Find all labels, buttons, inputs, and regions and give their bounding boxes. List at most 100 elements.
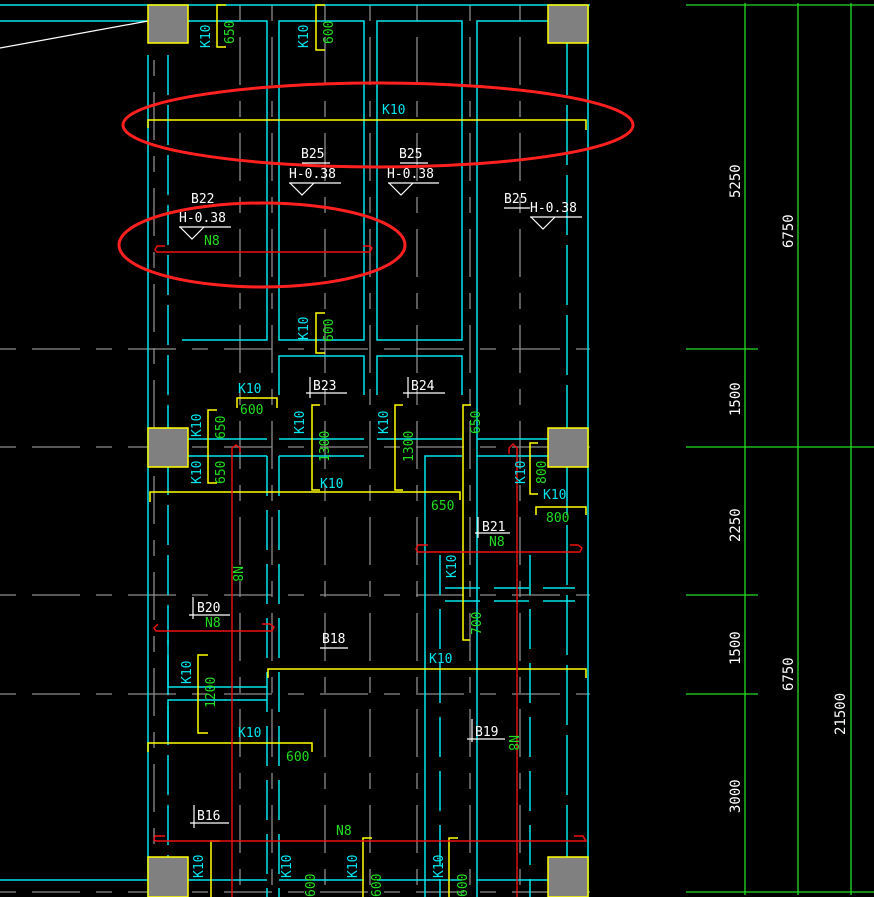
rebar-n8-vertical <box>508 443 518 897</box>
rebar-bracket <box>448 837 458 897</box>
wall-line <box>182 160 268 341</box>
rebar-bracket <box>362 837 372 897</box>
wall-line <box>376 355 463 395</box>
rebar-label-k10: K10 <box>238 382 261 397</box>
wall-line <box>424 455 462 897</box>
rebar-label-k10: K10 <box>180 661 195 684</box>
rebar-n8 <box>415 544 583 553</box>
rebar-label-n8: N8 <box>205 616 221 631</box>
column <box>147 4 189 44</box>
elevation-label: H-0.38 <box>179 211 226 226</box>
slab-label: B24 <box>411 379 435 394</box>
length-label: 800 <box>535 461 550 484</box>
column <box>547 856 589 897</box>
rebar-label-n8: N8 <box>336 824 352 839</box>
axis-grid <box>0 5 590 897</box>
dimension-text: 5250 <box>728 164 744 198</box>
rebar-bracket <box>197 654 208 734</box>
wall-line <box>182 20 268 160</box>
slab-label: B25 <box>301 147 324 162</box>
wall-line <box>167 640 267 688</box>
rebar-bracket <box>529 442 538 495</box>
rebar-label-k10: K10 <box>280 855 295 878</box>
elevation-markers <box>179 162 582 828</box>
dimension-text: 1500 <box>728 631 744 665</box>
length-label: 1300 <box>318 431 333 462</box>
slab-label: B19 <box>475 725 498 740</box>
rebar-label-n8: N8 <box>505 735 520 751</box>
rebar-bracket <box>149 491 461 502</box>
rebar-label-k10: K10 <box>190 461 205 484</box>
rebar-n8-vertical <box>231 444 241 897</box>
dimension-text: 2250 <box>728 508 744 542</box>
length-label: 600 <box>322 21 337 44</box>
slab-label: B20 <box>197 601 220 616</box>
dimension-text: 1500 <box>728 382 744 416</box>
rebar-bracket <box>216 4 226 48</box>
rebar-label-n8: N8 <box>204 234 220 249</box>
rebar-label-k10: K10 <box>297 317 312 340</box>
elevation-label: H-0.38 <box>530 201 577 216</box>
rebar-bracket <box>311 404 320 491</box>
rebar-label-k10: K10 <box>429 652 452 667</box>
slab-label: B16 <box>197 809 220 824</box>
rebar-label-k10: K10 <box>432 855 447 878</box>
leader-line <box>0 20 149 49</box>
length-label: 650 <box>469 411 484 434</box>
dimension-text: 6750 <box>781 214 797 248</box>
rebar-bracket <box>236 397 278 408</box>
rebar-label-k10: K10 <box>320 477 343 492</box>
rebar-label-n8: N8 <box>229 566 244 582</box>
length-label: 600 <box>322 319 337 342</box>
wall-line <box>278 355 365 395</box>
length-label: 600 <box>304 874 319 897</box>
rebar-bracket <box>315 312 325 354</box>
rebar-bracket <box>207 409 217 484</box>
rebar-n8 <box>153 623 275 632</box>
rebar-n8 <box>154 245 373 253</box>
wall-line <box>278 160 365 341</box>
dimension-text: 3000 <box>728 779 744 813</box>
length-label: 650 <box>431 499 454 514</box>
slab-label: B23 <box>313 379 336 394</box>
slab-label: B25 <box>504 192 527 207</box>
column <box>547 4 589 44</box>
dimension-lines <box>686 3 874 895</box>
highlight-ellipse-k10 <box>121 81 635 169</box>
rebar-label-k10: K10 <box>238 726 261 741</box>
rebar-label-k10: K10 <box>293 411 308 434</box>
dimension-text-overall: 21500 <box>833 693 849 735</box>
red-rebars <box>153 245 588 897</box>
column <box>147 856 189 897</box>
slab-label: B25 <box>399 147 422 162</box>
wall-line <box>167 699 267 740</box>
rebar-bracket <box>535 506 587 515</box>
elevation-label: H-0.38 <box>289 167 336 182</box>
column <box>147 427 189 468</box>
rebar-bracket <box>394 404 403 491</box>
highlight-ellipses <box>117 81 635 289</box>
length-label: 650 <box>214 416 229 439</box>
wall-line <box>278 20 365 160</box>
column <box>547 427 589 468</box>
slab-label: B21 <box>482 520 505 535</box>
columns <box>147 4 589 897</box>
rebar-bracket <box>315 4 325 51</box>
rebar-label-k10: K10 <box>346 855 361 878</box>
rebar-label-k10: K10 <box>445 555 460 578</box>
rebar-label-n8: N8 <box>489 535 505 550</box>
rebar-label-k10: K10 <box>297 25 312 48</box>
slab-label: B22 <box>191 192 214 207</box>
length-label: 600 <box>370 874 385 897</box>
rebar-brackets <box>147 4 587 897</box>
length-label: 600 <box>456 874 471 897</box>
rebar-bracket <box>267 668 587 678</box>
rebar-bracket <box>147 742 313 752</box>
length-label: 1300 <box>402 431 417 462</box>
highlight-ellipse-n8 <box>117 201 407 289</box>
rebar-label-k10: K10 <box>192 855 207 878</box>
wall-line <box>376 20 463 160</box>
wall-line <box>376 160 463 341</box>
